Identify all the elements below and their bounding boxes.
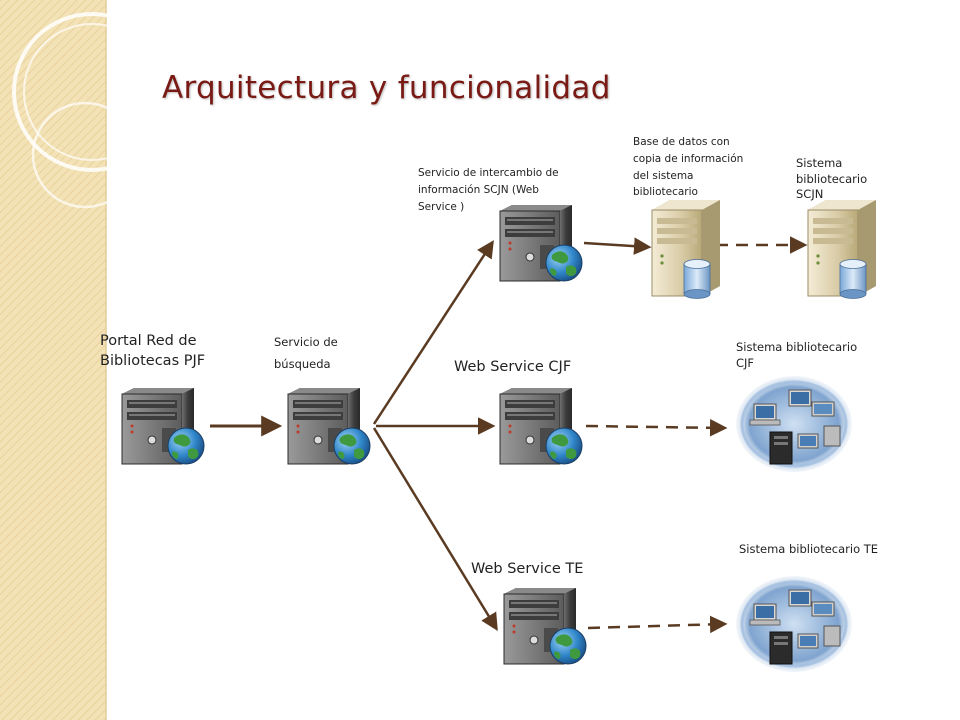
- label-ws-cjf: Web Service CJF: [454, 359, 572, 375]
- server-icon-ws-te: [503, 587, 587, 665]
- network-computers-icon-te: [734, 574, 854, 674]
- sidebar-decoration: [0, 0, 172, 720]
- arrow-search-to-scjn: [372, 240, 494, 425]
- label-base-datos: Base de datos con copia de información d…: [633, 136, 744, 199]
- connectors: [210, 236, 808, 634]
- label-ws-te: Web Service TE: [471, 561, 584, 577]
- arrow-scjn-to-db: [583, 237, 652, 255]
- server-icon-ws-cjf: [499, 387, 583, 465]
- server-icon-portal: [121, 387, 205, 465]
- database-server-icon: [651, 199, 721, 299]
- server-icon-intercambio: [499, 204, 583, 282]
- label-intercambio: Servicio de intercambio de información S…: [418, 167, 559, 213]
- label-portal: Portal Red de Bibliotecas PJF: [100, 333, 206, 369]
- label-sistema-cjf: Sistema bibliotecario CJF: [736, 340, 858, 370]
- dashed-te-to-sistema: [587, 615, 728, 634]
- server-icon-search: [287, 387, 371, 465]
- label-search: Servicio de búsqueda: [274, 335, 338, 371]
- label-sistema-scjn: Sistema bibliotecario SCJN: [796, 156, 868, 202]
- page-title: Arquitectura y funcionalidad: [162, 70, 611, 106]
- arrow-search-to-te: [372, 427, 498, 631]
- network-computers-icon-cjf: [734, 374, 854, 474]
- database-server-icon-scjn: [807, 199, 877, 299]
- label-sistema-te: Sistema bibliotecario TE: [739, 542, 879, 556]
- dashed-cjf-to-sistema: [585, 419, 728, 437]
